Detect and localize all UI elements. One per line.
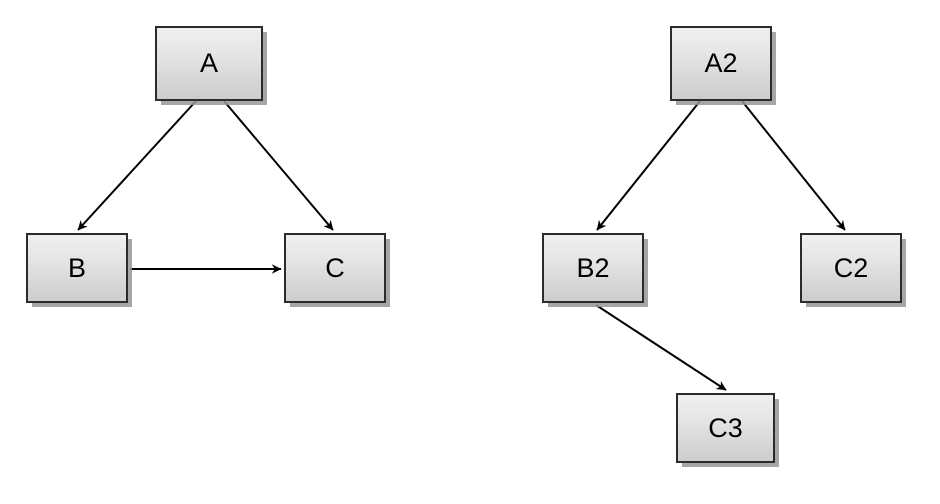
node-label: C2 (833, 252, 869, 283)
node-label: A (199, 48, 218, 78)
node-label: B2 (576, 252, 610, 283)
node-label: A2 (704, 48, 738, 78)
edge-a2-to-c2[interactable] (741, 100, 846, 231)
edge-a-to-c[interactable] (223, 100, 334, 231)
node-label: C (325, 252, 345, 283)
edge-b2-to-c3[interactable] (595, 304, 727, 391)
node-c2[interactable]: C2 (800, 233, 902, 303)
node-label: B (67, 252, 86, 283)
node-label: C3 (708, 412, 743, 443)
node-b[interactable]: B (26, 233, 128, 303)
node-a2[interactable]: A2 (670, 26, 772, 101)
node-b2[interactable]: B2 (542, 233, 644, 303)
edge-a-to-b[interactable] (77, 100, 197, 231)
node-c3[interactable]: C3 (676, 393, 775, 463)
edge-a2-to-b2[interactable] (596, 100, 701, 231)
edges-group (77, 100, 846, 391)
node-c[interactable]: C (284, 233, 386, 303)
node-a[interactable]: A (155, 26, 263, 101)
